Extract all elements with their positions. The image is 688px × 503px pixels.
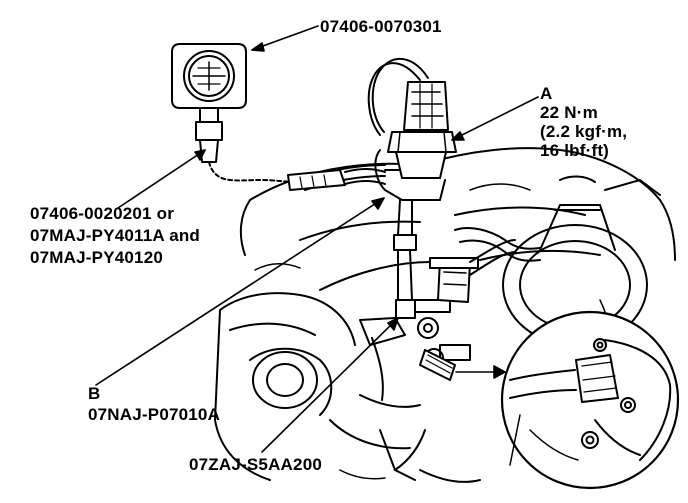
pressure-gauge bbox=[171, 43, 247, 163]
plug-b-part: 07NAJ-P07010A bbox=[88, 405, 221, 424]
adapter-part-line3: 07MAJ-PY40120 bbox=[30, 248, 164, 267]
detail-callout bbox=[500, 310, 680, 490]
sensor-a-letter: A bbox=[540, 84, 553, 103]
sensor-b-plug bbox=[429, 239, 516, 303]
plug-b-letter: B bbox=[88, 384, 101, 403]
engine-block bbox=[214, 147, 676, 483]
bottom-part-label: 07ZAJ-S5AA200 bbox=[189, 455, 322, 474]
adapter-part-line2: 07MAJ-PY4011A and bbox=[30, 226, 201, 245]
oil-pressure-sensor bbox=[367, 57, 457, 319]
adapter-part-line1: 07406-0020201 or bbox=[30, 204, 175, 223]
leader-lines bbox=[95, 25, 539, 453]
torque-spec-line2: (2.2 kgf·m, bbox=[540, 122, 628, 141]
torque-spec-line1: 22 N·m bbox=[540, 103, 598, 122]
gauge-hose bbox=[208, 161, 386, 191]
torque-spec-line3: 16 lbf·ft) bbox=[540, 141, 610, 160]
gauge-part-label: 07406-0070301 bbox=[320, 17, 442, 36]
service-fitting bbox=[419, 349, 456, 381]
